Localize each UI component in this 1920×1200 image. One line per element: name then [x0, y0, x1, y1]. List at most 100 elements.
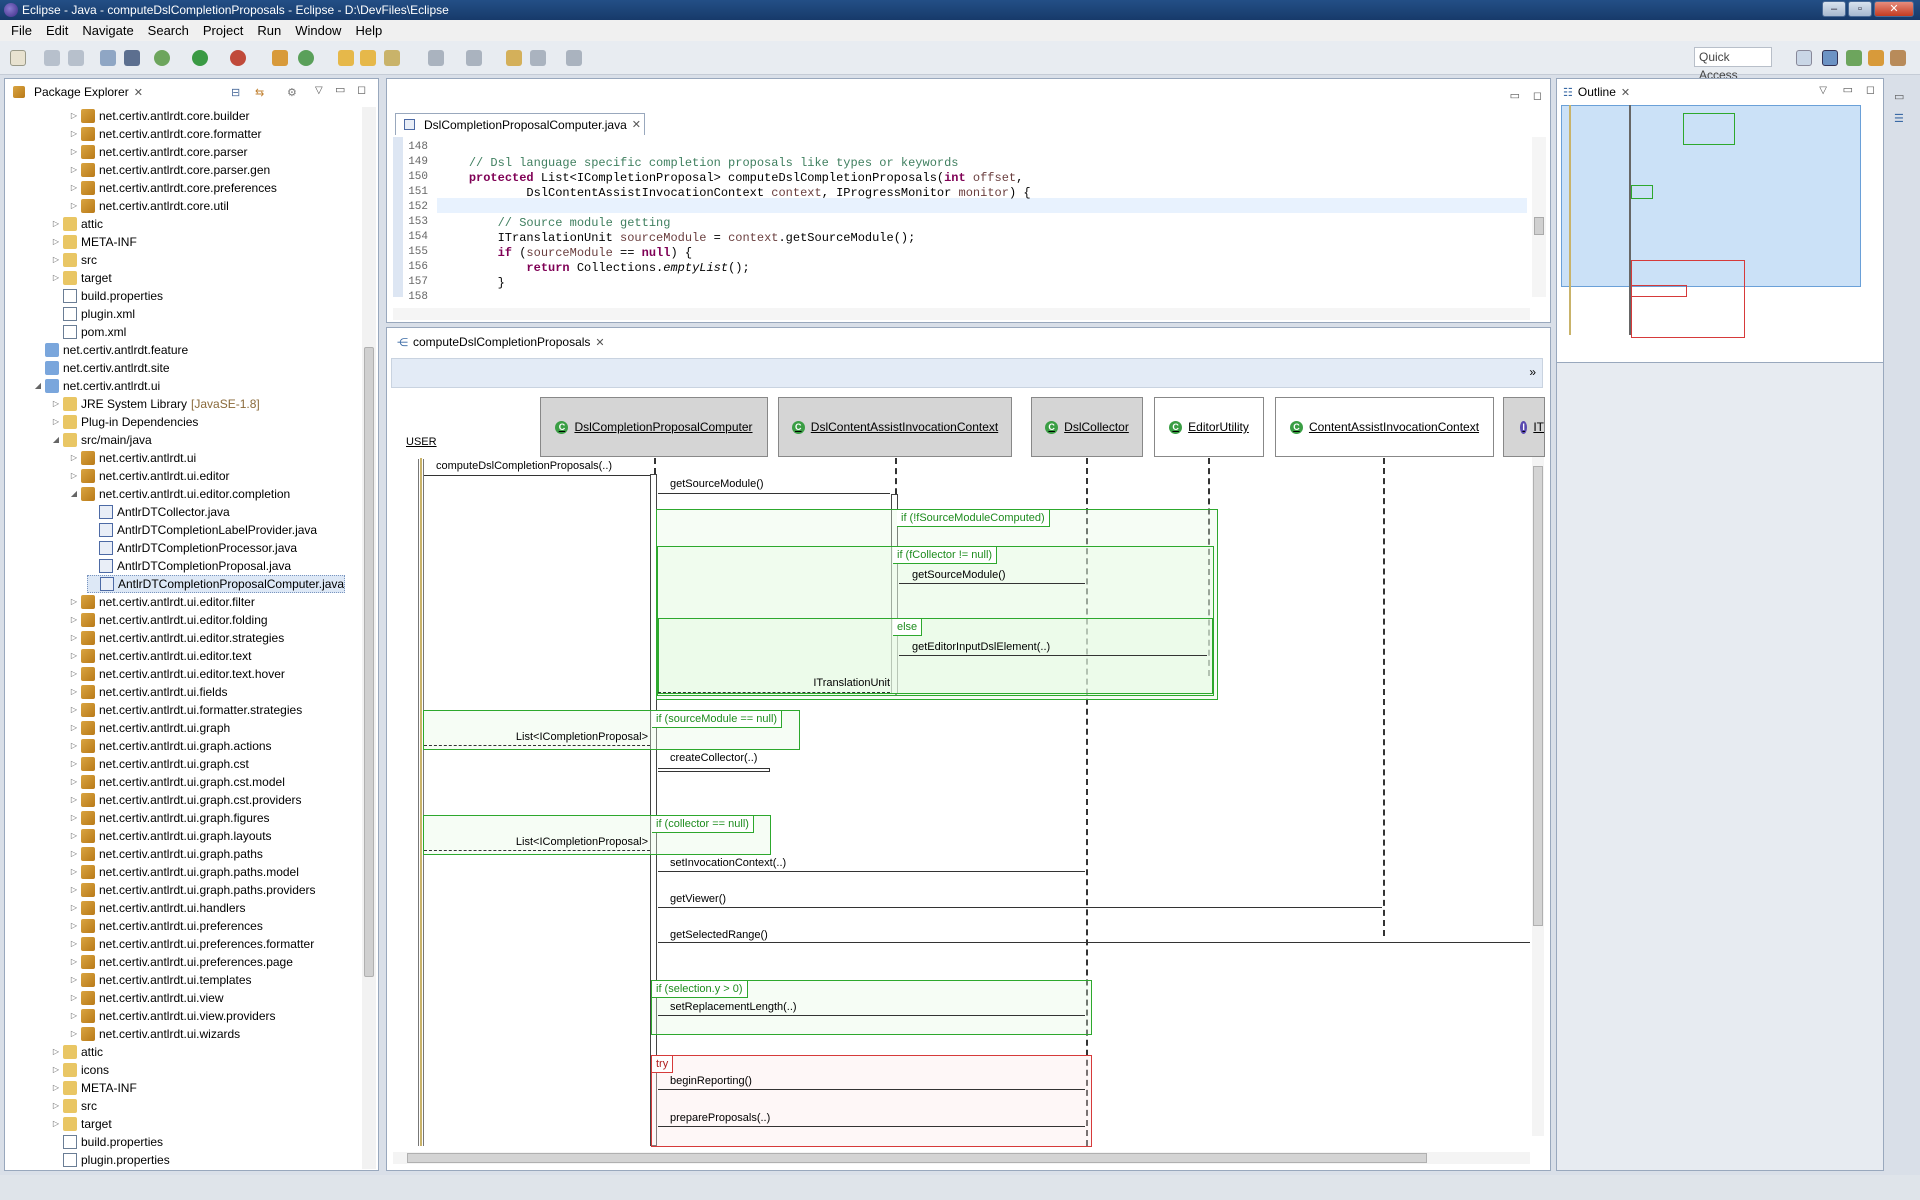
- tree-item[interactable]: ▷net.certiv.antlrdt.core.preferences: [69, 179, 277, 197]
- code-line[interactable]: // Dsl language specific completion prop…: [468, 156, 959, 170]
- tree-item[interactable]: ▷net.certiv.antlrdt.ui.graph.cst: [69, 755, 249, 773]
- fragment-if-sourcemodulecomputed[interactable]: if (!fSourceModuleComputed): [656, 509, 1218, 700]
- maximize-view-icon[interactable]: ◻: [1532, 90, 1542, 102]
- forward-icon[interactable]: [566, 50, 582, 66]
- expand-toggle-icon[interactable]: ▷: [70, 633, 78, 642]
- tree-item[interactable]: ▷net.certiv.antlrdt.ui.formatter.strateg…: [69, 701, 302, 719]
- java-perspective-icon[interactable]: [1822, 50, 1838, 66]
- tree-item[interactable]: ▷attic: [51, 1043, 103, 1061]
- fragment-if-sourcemodule-null[interactable]: if (sourceModule == null): [423, 710, 800, 750]
- expand-toggle-icon[interactable]: ◢: [52, 435, 60, 444]
- tree-item[interactable]: ▷net.certiv.antlrdt.ui.graph.layouts: [69, 827, 272, 845]
- tree-item[interactable]: ▷net.certiv.antlrdt.ui.editor.strategies: [69, 629, 284, 647]
- tree-item[interactable]: ▷net.certiv.antlrdt.ui.preferences: [69, 917, 263, 935]
- message-geteditorinputdslelement[interactable]: getEditorInputDslElement(..): [912, 641, 1051, 653]
- code-line[interactable]: if (sourceModule == null) {: [497, 246, 693, 260]
- annotation-next-icon[interactable]: [428, 50, 444, 66]
- expand-toggle-icon[interactable]: ◢: [70, 489, 78, 498]
- expand-toggle-icon[interactable]: ▷: [70, 993, 78, 1002]
- close-icon[interactable]: ✕: [631, 119, 641, 131]
- tree-item[interactable]: ▷net.certiv.antlrdt.ui.graph.paths: [69, 845, 263, 863]
- tab-java-editor[interactable]: DslCompletionProposalComputer.java ✕: [395, 113, 645, 135]
- close-button[interactable]: ✕: [1874, 1, 1914, 17]
- tree-item[interactable]: AntlrDTCompletionProposal.java: [87, 557, 291, 575]
- team-perspective-icon[interactable]: [1868, 50, 1884, 66]
- tree-item[interactable]: ▷net.certiv.antlrdt.ui.preferences.forma…: [69, 935, 314, 953]
- run-icon[interactable]: [192, 50, 208, 66]
- expand-toggle-icon[interactable]: ▷: [70, 615, 78, 624]
- restore-icon[interactable]: ▭: [1894, 91, 1905, 103]
- tree-item[interactable]: build.properties: [51, 1133, 163, 1151]
- tree-item[interactable]: ▷net.certiv.antlrdt.core.util: [69, 197, 229, 215]
- tree-item[interactable]: plugin.xml: [51, 305, 135, 323]
- tree-item[interactable]: net.certiv.antlrdt.feature: [33, 341, 188, 359]
- task-list-icon[interactable]: ☰: [1894, 113, 1904, 125]
- message-getselectedrange[interactable]: getSelectedRange(): [670, 929, 768, 941]
- tree-item[interactable]: ▷net.certiv.antlrdt.core.builder: [69, 107, 250, 125]
- expand-toggle-icon[interactable]: ▷: [70, 741, 78, 750]
- tree-item[interactable]: ◢src/main/java: [51, 431, 152, 449]
- tree-item[interactable]: ▷net.certiv.antlrdt.ui.templates: [69, 971, 252, 989]
- view-menu-icon[interactable]: ▽: [315, 85, 323, 96]
- expand-toggle-icon[interactable]: ▷: [70, 849, 78, 858]
- tree-item[interactable]: ▷net.certiv.antlrdt.ui.wizards: [69, 1025, 240, 1043]
- menu-help[interactable]: Help: [355, 23, 383, 38]
- maximize-view-icon[interactable]: ◻: [1865, 84, 1875, 96]
- expand-toggle-icon[interactable]: ▷: [52, 1065, 60, 1074]
- fragment-if-fcollector[interactable]: if (fCollector != null): [657, 546, 1214, 696]
- tree-item[interactable]: ▷net.certiv.antlrdt.ui: [69, 449, 196, 467]
- menu-navigate[interactable]: Navigate: [82, 23, 134, 38]
- viewport-rectangle[interactable]: [1561, 105, 1861, 287]
- diagram-vscroll[interactable]: [1532, 456, 1544, 1136]
- package-tree-scrollbar[interactable]: [362, 107, 376, 1169]
- expand-toggle-icon[interactable]: ▷: [70, 795, 78, 804]
- message-getsourcemodule[interactable]: getSourceModule(): [670, 478, 764, 490]
- tree-item[interactable]: ▷JRE System Library[JavaSE-1.8]: [51, 395, 260, 413]
- editor-hscroll[interactable]: [393, 308, 1530, 320]
- fragment-if-selection[interactable]: if (selection.y > 0): [651, 980, 1092, 1035]
- tree-item[interactable]: ▷src: [51, 1097, 97, 1115]
- tree-item[interactable]: ▷net.certiv.antlrdt.ui.graph.paths.model: [69, 863, 299, 881]
- toggle-mark-icon[interactable]: [100, 50, 116, 66]
- expand-toggle-icon[interactable]: ▷: [70, 471, 78, 480]
- expand-toggle-icon[interactable]: ▷: [70, 651, 78, 660]
- tree-item[interactable]: ▷META-INF: [51, 1079, 137, 1097]
- code-line[interactable]: ITranslationUnit sourceModule = context.…: [440, 231, 916, 245]
- debug-perspective-icon[interactable]: [1846, 50, 1862, 66]
- open-folder-icon[interactable]: [360, 50, 376, 66]
- tree-item[interactable]: pom.xml: [51, 323, 126, 341]
- tree-item[interactable]: ▷net.certiv.antlrdt.ui.editor.text: [69, 647, 252, 665]
- annotation-prev-icon[interactable]: [466, 50, 482, 66]
- tree-item[interactable]: ▷net.certiv.antlrdt.ui.graph.actions: [69, 737, 272, 755]
- tree-item[interactable]: ▷net.certiv.antlrdt.core.formatter: [69, 125, 262, 143]
- expand-toggle-icon[interactable]: ▷: [70, 129, 78, 138]
- tree-item[interactable]: build.properties: [51, 287, 163, 305]
- expand-toggle-icon[interactable]: ▷: [70, 453, 78, 462]
- code-line[interactable]: // Source module getting: [497, 216, 671, 230]
- external-tools-icon[interactable]: [230, 50, 246, 66]
- open-type-icon[interactable]: [338, 50, 354, 66]
- menu-run[interactable]: Run: [257, 23, 282, 38]
- resource-perspective-icon[interactable]: [1890, 50, 1906, 66]
- close-icon[interactable]: ✕: [595, 336, 605, 349]
- tab-outline[interactable]: ☷ Outline ✕: [1557, 81, 1637, 103]
- expand-toggle-icon[interactable]: ▷: [52, 417, 60, 426]
- minimize-view-icon[interactable]: ▭: [1509, 90, 1520, 102]
- code-line[interactable]: protected List<ICompletionProposal> comp…: [468, 171, 1024, 185]
- expand-toggle-icon[interactable]: ▷: [70, 831, 78, 840]
- tree-item[interactable]: ▷icons: [51, 1061, 109, 1079]
- tree-item[interactable]: AntlrDTCompletionProposalComputer.java: [87, 575, 346, 593]
- maximize-view-icon[interactable]: ◻: [357, 84, 367, 96]
- tab-sequence-diagram[interactable]: ⋲ computeDslCompletionProposals ✕: [391, 331, 621, 353]
- close-icon[interactable]: ✕: [133, 86, 143, 99]
- expand-toggle-icon[interactable]: ▷: [70, 885, 78, 894]
- fragment-else[interactable]: else: [658, 618, 1213, 694]
- tree-item[interactable]: ▷net.certiv.antlrdt.core.parser.gen: [69, 161, 270, 179]
- expand-toggle-icon[interactable]: ▷: [70, 201, 78, 210]
- tree-item[interactable]: ▷net.certiv.antlrdt.ui.preferences.page: [69, 953, 293, 971]
- tree-item[interactable]: ▷Plug-in Dependencies: [51, 413, 198, 431]
- expand-toggle-icon[interactable]: ▷: [70, 957, 78, 966]
- tree-item[interactable]: ▷net.certiv.antlrdt.ui.fields: [69, 683, 228, 701]
